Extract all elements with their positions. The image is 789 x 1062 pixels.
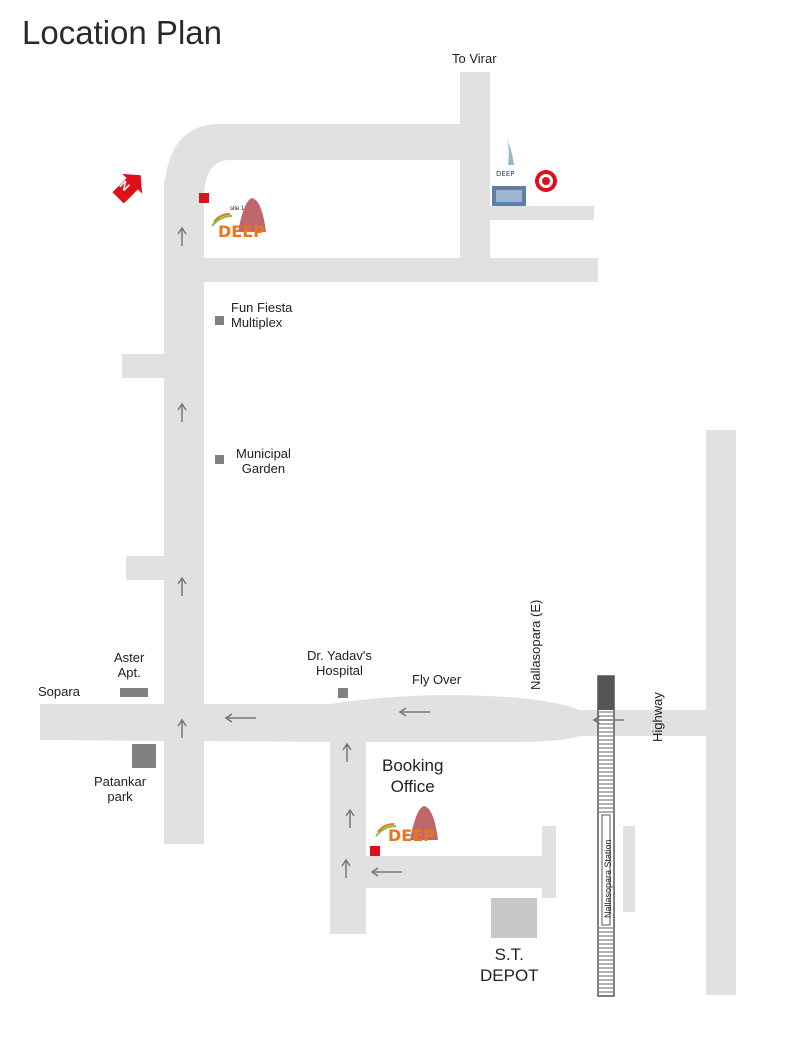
municipal-line2: Garden [241,461,286,476]
booking-road-vertical [330,740,366,934]
municipal-garden-marker [215,455,224,464]
up-arrow-3 [177,718,187,738]
main-road-horizontal [40,695,706,742]
up-arrow-2 [177,576,187,596]
up-arrow-6 [341,858,351,878]
left-arrow-3 [370,867,402,877]
rail-top-block [598,676,614,710]
spur-road-2 [126,556,164,580]
site-marker [199,193,209,203]
fun-fiesta-line1: Fun Fiesta [231,300,293,315]
patankar-park-marker [132,744,156,768]
municipal-line1: Municipal [236,446,291,461]
aster-apt-marker [120,688,148,697]
to-virar-label: To Virar [452,51,497,66]
railway-track [597,675,615,997]
st-depot-line2: DEPOT [480,966,539,985]
up-arrow-1 [177,402,187,422]
to-virar-road [460,72,490,262]
st-depot-label: S.T. DEPOT [480,944,539,986]
aster-line1: Aster [114,650,145,665]
fun-fiesta-label: Fun Fiesta Multiplex [231,300,292,330]
yadav-line1: Dr. Yadav's [307,648,372,663]
booking-line2: Office [390,777,435,796]
station-label: Nallasopara Station [603,839,613,918]
fly-over-label: Fly Over [412,672,462,687]
depot-road-vertical [542,826,556,898]
st-depot-line1: S.T. [494,945,524,964]
station-box [601,814,611,926]
yadav-hospital-marker [338,688,348,698]
highway-road [706,430,736,995]
north-arrow-icon: N [112,173,143,204]
left-arrow-2 [592,715,624,725]
yadav-line2: Hospital [315,663,363,678]
fun-fiesta-line2: Multiplex [231,315,283,330]
target-icon [535,170,557,192]
sopara-label: Sopara [38,684,80,699]
deep-site-logo-text: DEEP [218,222,265,241]
highway-label: Highway [650,692,665,742]
site-road-horizontal [204,258,598,282]
deep-top-building-icon [492,140,526,206]
deep-booking-logo-icon [375,806,438,840]
patankar-line1: Patankar [94,774,147,789]
spur-road-1 [122,354,164,378]
landmarks [120,316,537,938]
left-arrow-1 [398,707,430,717]
up-arrow-5 [345,808,355,828]
deep-top-logo-text: DEEP [496,170,515,178]
roads [40,72,736,995]
yadav-hospital-label: Dr. Yadav's Hospital [307,648,372,678]
deep-site-logo-icon [211,198,266,232]
aster-line2: Apt. [117,665,141,680]
deep-top-side-road [490,206,594,220]
site-tag-label: site 1 [230,206,245,212]
page-title: Location Plan [22,14,222,51]
booking-office-label: Booking Office [382,755,443,797]
aster-apt-label: Aster Apt. [114,650,144,680]
st-depot-marker [491,898,537,938]
fun-fiesta-marker [215,316,224,325]
patankar-line2: park [107,789,133,804]
top-road-curve [164,124,490,200]
nallasopara-e-label: Nallasopara (E) [528,599,543,690]
deep-booking-logo-text: DEEP [388,826,435,845]
booking-office-marker [370,846,380,856]
municipal-garden-label: Municipal Garden [236,446,291,476]
station-side-road [623,826,635,912]
up-arrow-0 [177,226,187,246]
booking-line1: Booking [382,756,444,775]
main-road-vertical [164,180,204,844]
patankar-park-label: Patankar park [94,774,146,804]
left-arrow-0 [224,713,256,723]
up-arrow-4 [342,742,352,762]
